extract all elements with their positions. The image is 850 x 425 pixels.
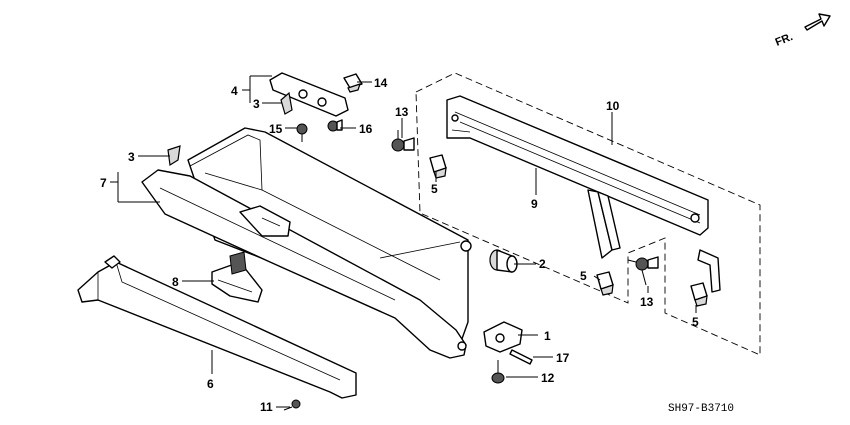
pin-17 [509, 349, 533, 365]
callout-6: 6 [207, 377, 214, 391]
front-arrow-icon [804, 13, 831, 31]
clip-5-middle [596, 271, 614, 296]
callout-9: 9 [531, 197, 538, 211]
glove-box-bracket [446, 95, 721, 293]
callout-7: 7 [100, 176, 107, 190]
clip-5-upper [429, 154, 447, 179]
leader-lines [110, 75, 697, 408]
stopper-3-left [167, 145, 181, 167]
cover-panel-6 [77, 255, 357, 399]
callout-3-left: 3 [128, 150, 135, 164]
callout-labels: 1 2 3 3 4 5 5 5 6 7 8 9 10 11 12 13 13 1… [100, 76, 699, 414]
latch-8 [211, 251, 263, 303]
callout-4: 4 [231, 84, 238, 98]
callout-17: 17 [556, 351, 570, 365]
damper-2 [489, 249, 518, 273]
hinge-plate [269, 72, 349, 117]
callout-5-middle: 5 [580, 269, 587, 283]
callout-16: 16 [359, 122, 373, 136]
callout-11: 11 [260, 400, 273, 414]
callout-10: 10 [606, 99, 620, 113]
glove-box [141, 127, 472, 359]
callout-2: 2 [539, 257, 546, 271]
hinge-bracket-1 [483, 321, 523, 353]
front-direction-indicator: FR. [774, 13, 831, 49]
callout-5-lower: 5 [692, 315, 699, 329]
bolt-13-upper [391, 130, 415, 152]
callout-12: 12 [541, 371, 555, 385]
bolt-13-lower [635, 256, 659, 286]
clip-14 [343, 73, 363, 93]
clip-5-lower [690, 282, 708, 307]
bolt-16 [327, 119, 343, 132]
stopper-3-upper [280, 91, 293, 115]
bracket-assembly-outline [415, 72, 761, 356]
screw-15 [296, 123, 308, 142]
callout-15: 15 [269, 122, 283, 136]
callout-1: 1 [544, 329, 551, 343]
callout-5-upper: 5 [431, 182, 438, 196]
callout-3-upper: 3 [253, 97, 260, 111]
front-direction-label: FR. [774, 31, 795, 49]
screw-11 [283, 399, 301, 411]
callout-13-upper: 13 [395, 105, 409, 119]
bolt-12 [491, 360, 505, 384]
callout-14: 14 [374, 76, 388, 90]
callout-13-lower: 13 [640, 295, 654, 309]
diagram-code: SH97-B3710 [668, 403, 734, 415]
callout-8: 8 [172, 275, 179, 289]
